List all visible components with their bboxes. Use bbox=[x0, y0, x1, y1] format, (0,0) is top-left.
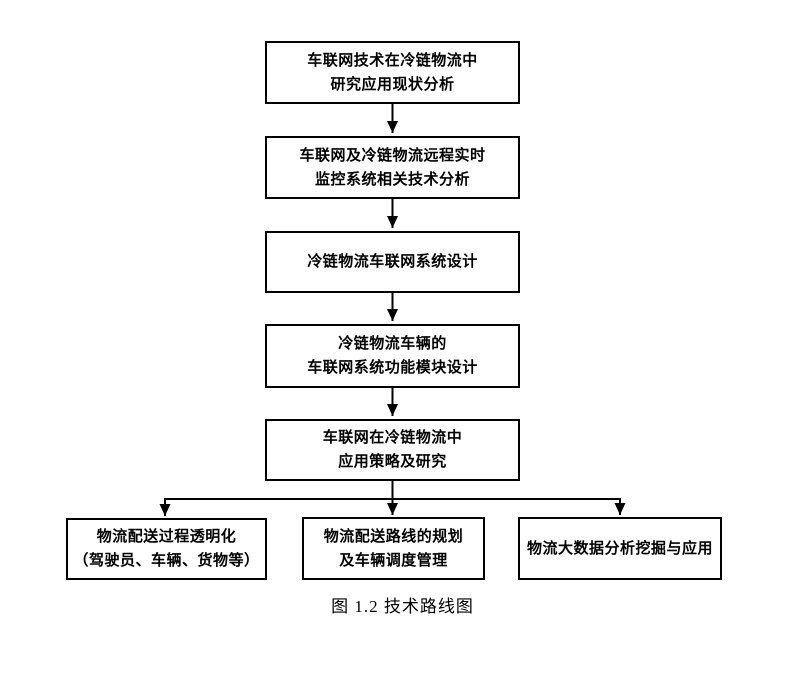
node-text-line: 车联网在冷链物流中 bbox=[322, 429, 463, 446]
flow-node-tech-analysis: 车联网及冷链物流远程实时 监控系统相关技术分析 bbox=[265, 136, 520, 199]
flow-node-application-strategy: 车联网在冷链物流中 应用策略及研究 bbox=[265, 419, 520, 481]
node-text-line: 车联网技术在冷链物流中 bbox=[307, 51, 478, 69]
node-text-line: 冷链物流车辆的 bbox=[338, 335, 447, 352]
flow-node-delivery-transparency: 物流配送过程透明化 （驾驶员、车辆、货物等） bbox=[66, 518, 267, 580]
node-text-line: 及车辆调度管理 bbox=[339, 551, 448, 569]
node-text-line: 监控系统相关技术分析 bbox=[314, 170, 470, 188]
node-text-line: 研究应用现状分析 bbox=[330, 75, 455, 93]
node-text-line: 冷链物流车联网系统设计 bbox=[307, 253, 478, 270]
node-text-line: 物流配送过程透明化 bbox=[96, 528, 237, 545]
flow-node-route-planning: 物流配送路线的规划 及车辆调度管理 bbox=[302, 517, 485, 580]
node-text-line: 车联网系统功能模块设计 bbox=[307, 359, 478, 376]
node-text-line: 应用策略及研究 bbox=[338, 453, 447, 470]
node-text-line: （驾驶员、车辆、货物等） bbox=[73, 552, 260, 569]
flow-node-module-design: 冷链物流车辆的 车联网系统功能模块设计 bbox=[265, 324, 520, 388]
node-text-line: 物流大数据分析挖掘与应用 bbox=[526, 539, 713, 557]
node-text-line: 车联网及冷链物流远程实时 bbox=[299, 146, 486, 164]
flow-node-research-status: 车联网技术在冷链物流中 研究应用现状分析 bbox=[265, 41, 520, 104]
flow-node-system-design: 冷链物流车联网系统设计 bbox=[265, 231, 520, 293]
figure-caption: 图 1.2 技术路线图 bbox=[331, 597, 474, 616]
node-text-line: 物流配送路线的规划 bbox=[323, 527, 464, 545]
flow-node-big-data-mining: 物流大数据分析挖掘与应用 bbox=[518, 517, 722, 580]
